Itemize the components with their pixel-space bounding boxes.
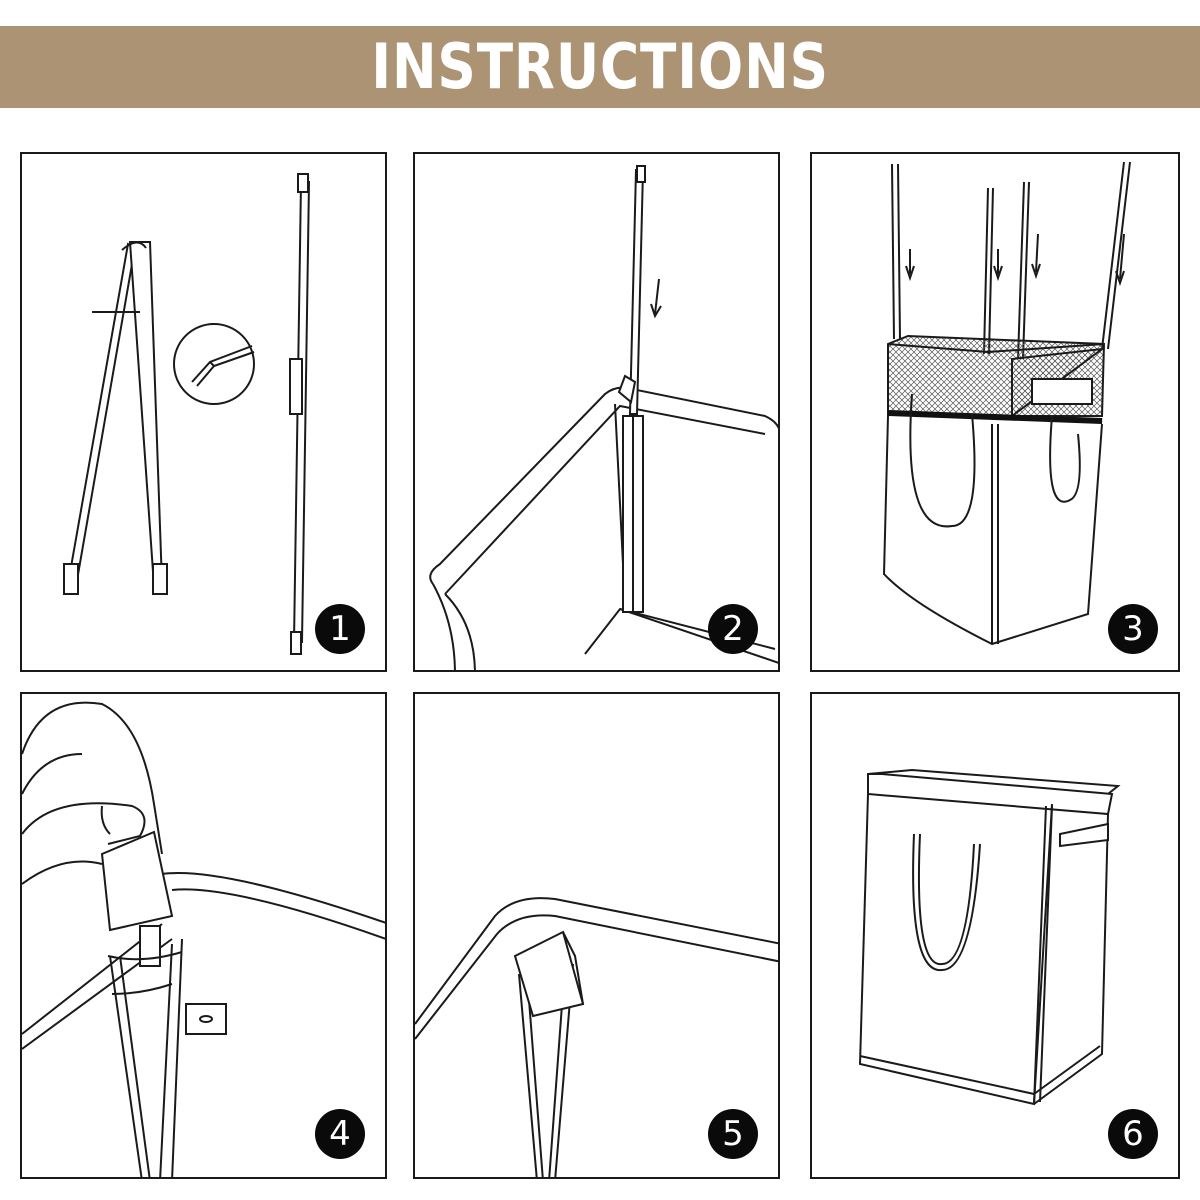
step-number-badge: 4: [315, 1109, 365, 1159]
step-number-badge: 2: [708, 604, 758, 654]
step-4-panel: 4: [20, 692, 387, 1179]
step-number-badge: 1: [315, 604, 365, 654]
secure-flap-illustration: [415, 897, 778, 1177]
press-pole-cap-illustration: [22, 701, 385, 1177]
finished-basket-illustration: [858, 768, 1121, 1106]
step-5-panel: 5: [413, 692, 780, 1179]
insert-pole-illustration: [429, 165, 778, 670]
instructions-banner: INSTRUCTIONS: [0, 26, 1200, 108]
step-number-badge: 3: [1108, 604, 1158, 654]
folding-pole-illustration: [63, 173, 311, 655]
step-6-panel: 6: [810, 692, 1180, 1179]
step-number-badge: 5: [708, 1109, 758, 1159]
banner-title: INSTRUCTIONS: [371, 30, 829, 103]
step-number-badge: 6: [1108, 1109, 1158, 1159]
step-3-panel: 3: [810, 152, 1180, 672]
step-1-panel: 1: [20, 152, 387, 672]
four-poles-basket-illustration: [882, 161, 1131, 646]
step-2-panel: 2: [413, 152, 780, 672]
